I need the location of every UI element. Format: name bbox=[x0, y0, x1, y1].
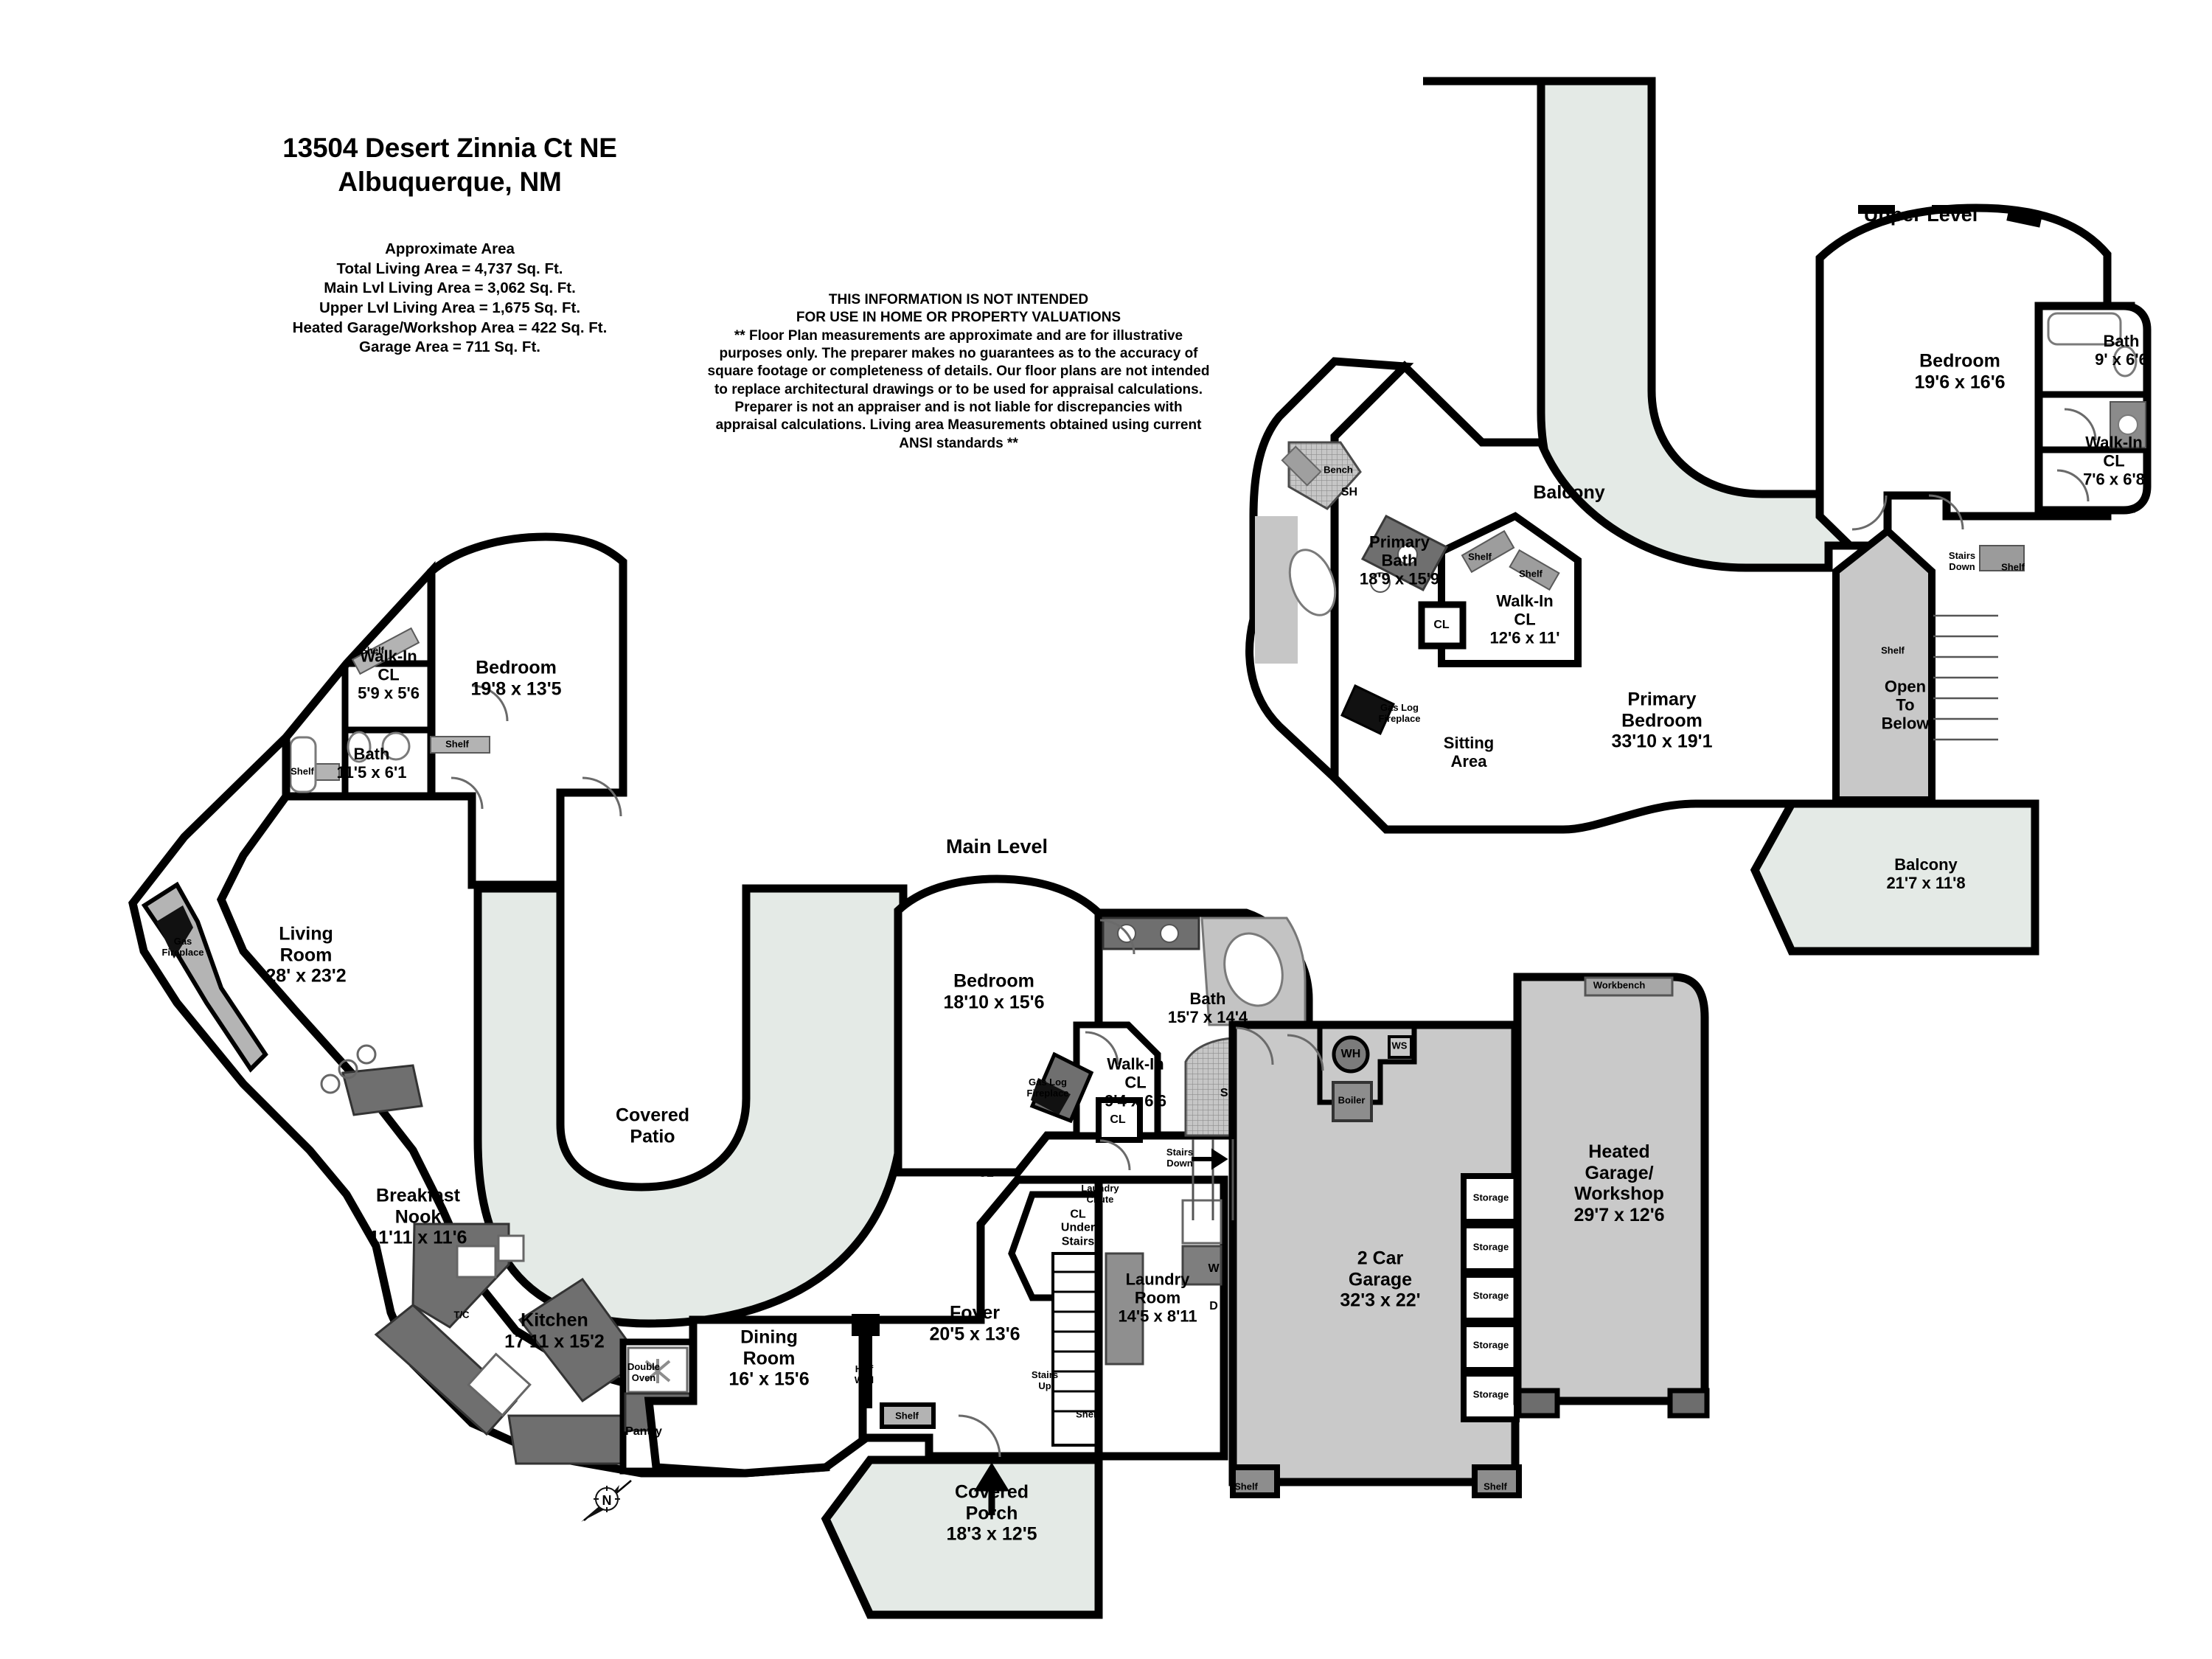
upper-gas-log-fireplace bbox=[1340, 684, 1395, 736]
garage-storage-closets bbox=[1461, 1173, 1520, 1422]
page-title: 13504 Desert Zinnia Ct NE Albuquerque, N… bbox=[243, 131, 656, 199]
compass-north-letter: N bbox=[602, 1493, 612, 1508]
primary-bath-tub-alcove bbox=[1255, 516, 1298, 664]
nook-burner-marks bbox=[320, 1044, 377, 1094]
upper-stairs-down bbox=[1933, 614, 1998, 741]
address-line-1: 13504 Desert Zinnia Ct NE bbox=[282, 133, 617, 163]
foyer-half-wall bbox=[859, 1320, 872, 1408]
door-swings bbox=[451, 408, 2097, 1458]
address-line-2: Albuquerque, NM bbox=[338, 166, 562, 197]
main-center-bedroom-shape bbox=[894, 874, 1103, 1177]
upper-small-balcony-shape bbox=[1750, 799, 2039, 956]
primary-small-closet bbox=[1418, 601, 1467, 650]
area-line: Total Living Area = 4,737 Sq. Ft. bbox=[336, 260, 563, 277]
disclaimer-body: ** Floor Plan measurements are approxima… bbox=[707, 327, 1210, 451]
area-line: Garage Area = 711 Sq. Ft. bbox=[359, 338, 540, 356]
upper-window-marks bbox=[1858, 205, 2042, 228]
main-level-plan bbox=[128, 532, 1710, 1619]
disclaimer-line-2: FOR USE IN HOME OR PROPERTY VALUATIONS bbox=[796, 310, 1121, 326]
heated-workshop-shape bbox=[1513, 973, 1709, 1405]
workbench bbox=[1584, 976, 1674, 997]
approximate-area-block: Approximate Area Total Living Area = 4,7… bbox=[265, 240, 634, 358]
upper-level-plan bbox=[1245, 77, 2152, 956]
level-caption: Main Level bbox=[945, 835, 1048, 858]
compass-rose-north-icon: N bbox=[574, 1475, 640, 1530]
area-line: Upper Lvl Living Area = 1,675 Sq. Ft. bbox=[319, 299, 581, 316]
area-line: Main Lvl Living Area = 3,062 Sq. Ft. bbox=[324, 279, 576, 297]
main-center-cl bbox=[1096, 1097, 1143, 1143]
primary-bedroom-shape bbox=[1330, 361, 1892, 834]
disclaimer-line-1: THIS INFORMATION IS NOT INTENDED bbox=[828, 292, 1089, 307]
area-lines: Total Living Area = 4,737 Sq. Ft. Main Lv… bbox=[265, 260, 634, 358]
disclaimer-block: THIS INFORMATION IS NOT INTENDED FOR USE… bbox=[704, 291, 1213, 453]
level-caption: Upper Level bbox=[1863, 204, 1978, 226]
open-to-below-shape bbox=[1832, 526, 1935, 804]
area-heading: Approximate Area bbox=[385, 240, 515, 257]
kitchen-cabinet-run-a bbox=[341, 1064, 423, 1116]
area-line: Heated Garage/Workshop Area = 422 Sq. Ft… bbox=[292, 319, 608, 336]
covered-patio-shape bbox=[473, 884, 908, 1328]
covered-porch-shape bbox=[821, 1455, 1103, 1619]
entry-arrow-icon bbox=[973, 1462, 1010, 1515]
main-bedroom-left-shape bbox=[427, 532, 627, 889]
cooktop bbox=[467, 1352, 532, 1417]
